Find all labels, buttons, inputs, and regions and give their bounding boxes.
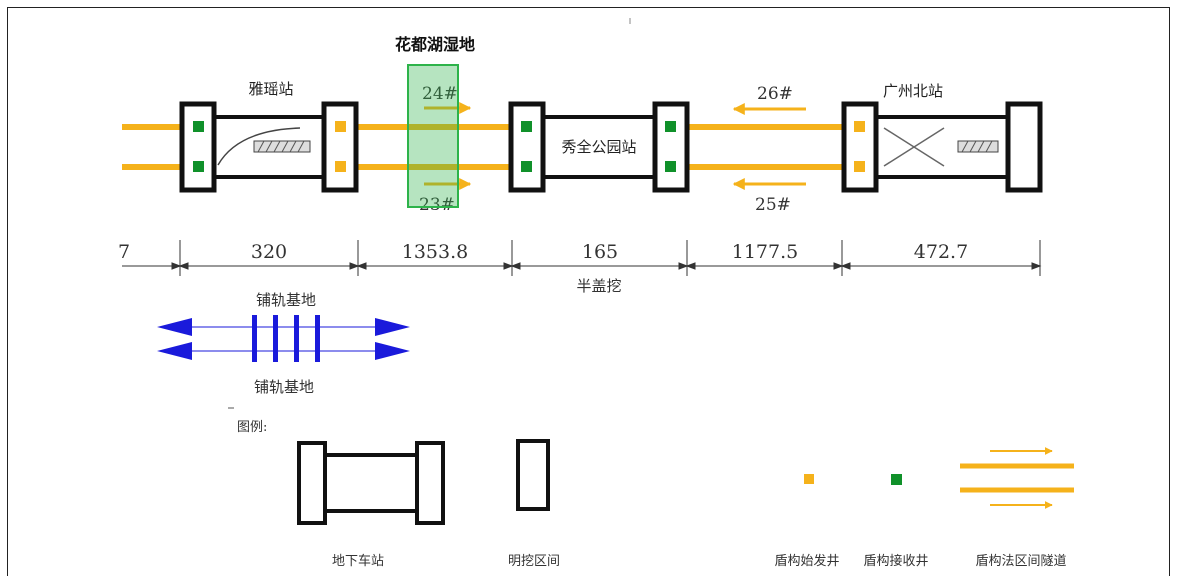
track-base-label: 铺轨基地 [254, 378, 314, 396]
base-bar [252, 315, 257, 362]
tunnel-label-26: 26# [757, 84, 793, 104]
base-bar [273, 315, 278, 362]
receive-shaft-marker [665, 161, 676, 172]
station-end-left [841, 101, 879, 193]
launch-shaft-marker [854, 121, 865, 132]
station-guangzhou-north: 广州北站 [841, 82, 1043, 193]
station-end-left [179, 101, 217, 193]
turnout-curve [217, 127, 301, 166]
dimension-value: 472.7 [914, 241, 968, 263]
tunnel-label-24: 24# [422, 84, 458, 104]
launch-shaft-marker [335, 121, 346, 132]
receive-shaft-marker [193, 121, 204, 132]
legend-label: 盾构法区间隧道 [975, 553, 1066, 569]
diagram-frame [7, 7, 1170, 576]
legend-label: 盾构接收井 [863, 553, 928, 569]
legend-shield-tunnel: 盾构法区间隧道 [960, 447, 1074, 569]
legend-title: 图例: [237, 420, 267, 435]
arrow-left-icon [157, 318, 192, 336]
launch-shaft-marker [854, 161, 865, 172]
dimension-cut-left: 7 [118, 241, 130, 263]
dimension-value: 320 [251, 241, 287, 263]
receive-shaft-marker [891, 474, 902, 485]
wetland-highlight-label: 花都湖湿地 [395, 35, 475, 54]
crossover-line [883, 127, 945, 167]
base-bar [315, 315, 320, 362]
platform-hatch [253, 140, 311, 153]
station-end-right [1005, 101, 1043, 193]
wetland-highlight: 花都湖湿地 [395, 35, 475, 208]
dimension-value: 1177.5 [732, 241, 798, 263]
tunnel-label-25: 25# [755, 195, 791, 215]
station-label: 秀全公园站 [561, 138, 636, 156]
dimension-line [122, 240, 1042, 276]
legend-shield-receive: 盾构接收井 [863, 474, 929, 569]
legend-label: 盾构始发井 [774, 553, 839, 569]
station-end-left [508, 101, 546, 193]
receive-shaft-marker [521, 121, 532, 132]
launch-shaft-marker [335, 161, 346, 172]
station-body [534, 115, 664, 179]
track-base-label: 铺轨基地 [256, 291, 316, 309]
station-yayao: 雅瑶站 [179, 80, 359, 193]
legend-shield-launch: 盾构始发井 [774, 474, 840, 569]
legend-label: 明挖区间 [508, 554, 560, 569]
receive-shaft-marker [193, 161, 204, 172]
arrow-left-icon [157, 342, 192, 360]
legend-underground-station: 地下车站 [297, 441, 445, 569]
tunnel-label-23: 23# [419, 195, 455, 215]
legend: 图例: 地下车站 明挖区间 盾构始发井 盾构接收井 [237, 420, 1074, 569]
dimension-note: 半盖挖 [576, 277, 621, 295]
dimension-value: 1353.8 [402, 241, 468, 263]
station-end-right [321, 101, 359, 193]
receive-shaft-marker [665, 121, 676, 132]
legend-label: 地下车站 [332, 553, 384, 569]
dimension-value: 165 [582, 241, 618, 263]
arrow-right-icon [375, 318, 410, 336]
station-xiuquan-park: 秀全公园站 [508, 101, 690, 193]
tunnel-arrows [424, 102, 806, 190]
station-label: 广州北站 [883, 82, 943, 100]
wetland-highlight-box [407, 64, 459, 208]
arrow-right-icon [375, 342, 410, 360]
receive-shaft-marker [521, 161, 532, 172]
base-bar [294, 315, 299, 362]
station-end-right [652, 101, 690, 193]
launch-shaft-marker [804, 474, 814, 484]
legend-open-cut: 明挖区间 [508, 439, 560, 569]
track-laying-base: 铺轨基地 铺轨基地 [157, 291, 410, 396]
platform-hatch [957, 140, 999, 153]
station-label: 雅瑶站 [248, 80, 293, 98]
